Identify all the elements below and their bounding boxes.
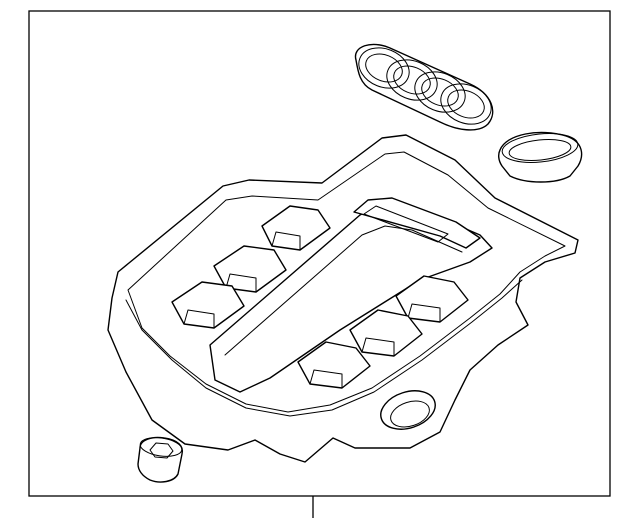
- grommet-hex-socket: [149, 442, 174, 459]
- seal-ring-inner: [508, 139, 572, 161]
- emblem-ring-2: [386, 59, 438, 101]
- emblem-ring-3: [414, 71, 466, 113]
- engine-cover-pad-left-3-edge: [183, 309, 215, 329]
- emblem-ring-4-inner: [447, 89, 485, 119]
- grommet[interactable]: [137, 435, 184, 483]
- engine-cover-filler-opening-inner: [390, 400, 430, 428]
- emblem-ring-4: [440, 83, 492, 125]
- seal-ring-top-edge: [501, 133, 579, 163]
- engine-cover-skirt: [125, 279, 523, 417]
- emblem-rings[interactable]: [353, 41, 497, 132]
- engine-cover-filler-opening: [380, 390, 436, 430]
- seal-ring[interactable]: [497, 130, 583, 183]
- engine-cover-center-spine-ridge: [224, 225, 463, 356]
- engine-cover[interactable]: [107, 134, 579, 463]
- emblem-ring-1: [358, 47, 410, 89]
- engine-cover-pad-right-1-edge: [407, 303, 441, 323]
- engine-cover-pad-left-1-edge: [271, 231, 301, 251]
- engine-cover-pad-right-2-edge: [361, 337, 395, 357]
- grommet-top: [139, 437, 183, 457]
- engine-cover-pad-right-3-edge: [309, 369, 343, 389]
- grommet-body: [137, 436, 184, 483]
- engine-cover-spine-slot: [363, 205, 449, 243]
- engine-cover-spine-recess: [353, 197, 481, 249]
- engine-cover-pad-left-2-edge: [225, 273, 257, 293]
- emblem-ring-3-inner: [421, 77, 459, 107]
- emblem-ring-2-inner: [393, 65, 431, 95]
- engine-cover-top-rim: [127, 151, 566, 413]
- emblem-ring-1-inner: [365, 53, 403, 83]
